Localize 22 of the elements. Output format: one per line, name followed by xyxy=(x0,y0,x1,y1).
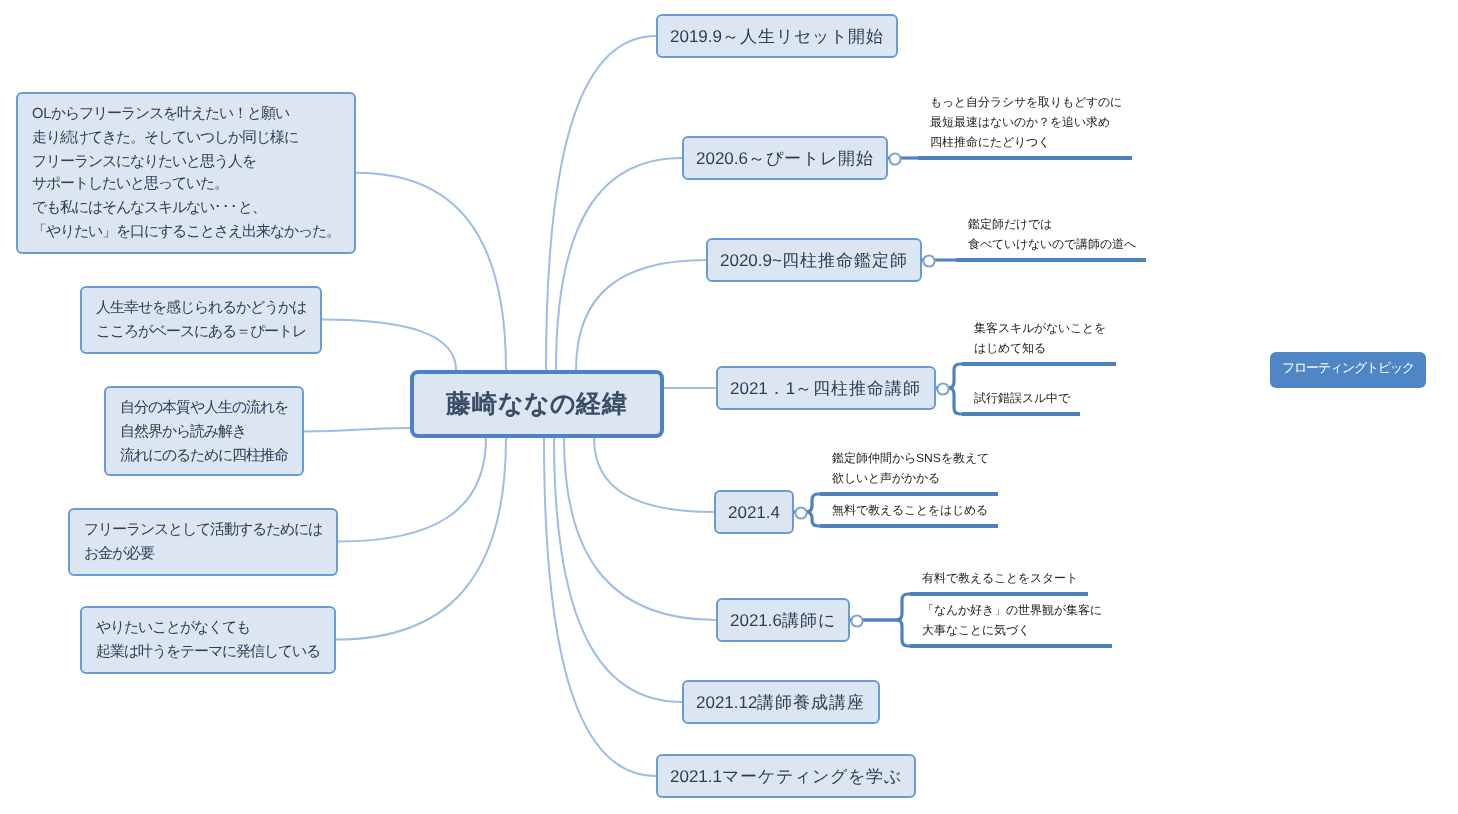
central-topic-box: 藤崎ななの経緯 xyxy=(410,370,664,438)
topic-box: 2021.4 xyxy=(714,490,794,534)
connector-line xyxy=(321,318,457,371)
connector-line xyxy=(563,437,717,621)
topic-box: 2020.9~四柱推命鑑定師 xyxy=(706,238,922,282)
connector-line xyxy=(575,259,707,371)
connector-line xyxy=(335,437,507,641)
connector-line xyxy=(545,35,657,371)
connector-line xyxy=(543,437,657,777)
connector-line xyxy=(593,437,715,513)
connector-line xyxy=(663,387,717,389)
connector-line xyxy=(355,171,507,371)
topic-box: 2021.6講師に xyxy=(716,598,850,642)
connector-line xyxy=(553,437,683,703)
connector-line xyxy=(303,427,411,433)
topic-box: 2021.1マーケティングを学ぶ xyxy=(656,754,916,798)
topic-box: 2019.9～人生リセット開始 xyxy=(656,14,898,58)
topic-box: 2021.12講師養成講座 xyxy=(682,680,880,724)
topic-box: 2020.6～ぴートレ開始 xyxy=(682,136,888,180)
connector-line xyxy=(555,157,683,371)
connector-line xyxy=(337,437,487,543)
topic-box: 2021．1～四柱推命講師 xyxy=(716,366,936,410)
